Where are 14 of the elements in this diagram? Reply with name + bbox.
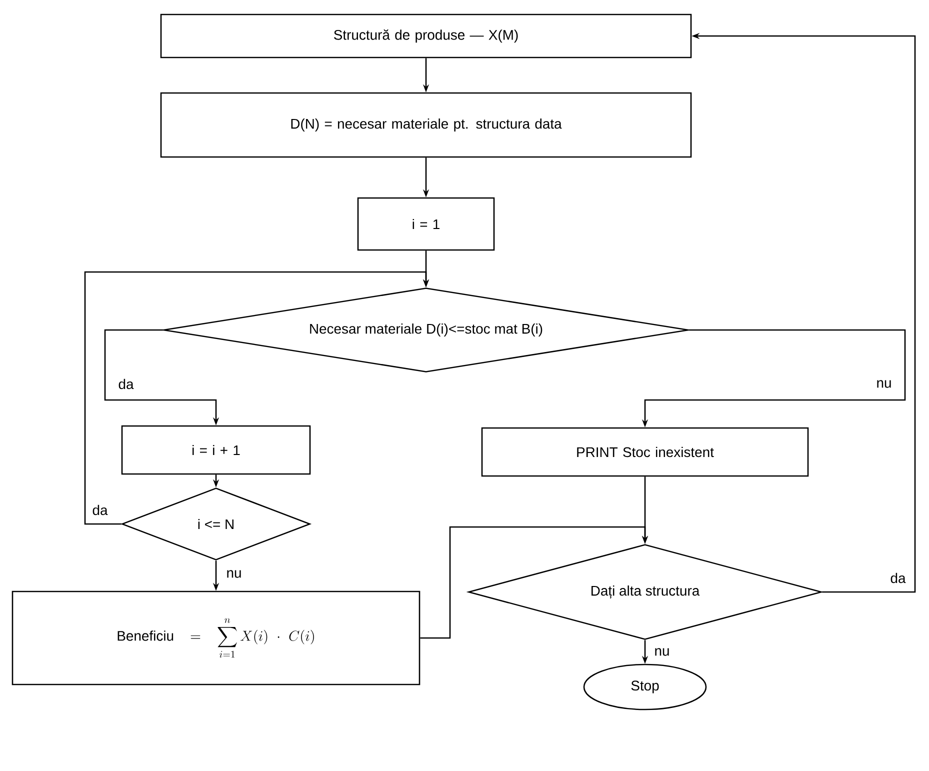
edge-label: da (91, 504, 109, 516)
process-box: $\text{Beneficiu} = \sum_{i=1}^{n} X(i) \cdot C(i)$ (12, 590, 420, 686)
process-box: D(N) = necesar materiale pt. structura data (160, 92, 692, 158)
edge-label: nu (225, 569, 243, 579)
process-box: PRINT Stoc inexistent (481, 427, 809, 477)
process-box: i = i + 1 (121, 425, 311, 475)
process-box: Structură de produse — X(M) (160, 14, 692, 58)
edge-label: da (117, 378, 135, 390)
terminal-oval: Stop (583, 664, 707, 710)
arrow (84, 271, 430, 525)
edge-label: nu (875, 379, 893, 389)
edge-label: nu (653, 647, 671, 657)
process-box: i = 1 (357, 197, 495, 251)
edge-label: da (889, 572, 907, 584)
